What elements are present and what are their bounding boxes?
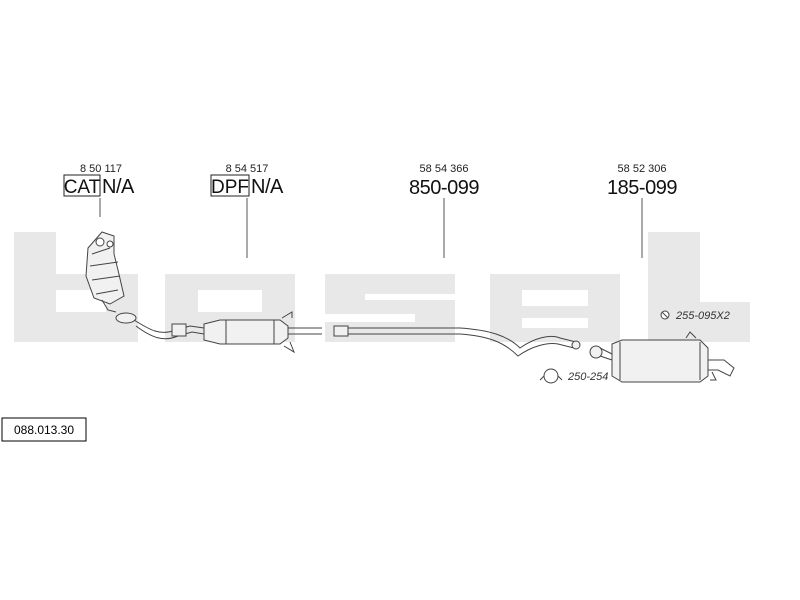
part-number: 850-099 — [409, 177, 479, 199]
part-rear-silencer[interactable]: 58 52 306 185-099 — [607, 163, 678, 258]
accessory-clamp-set[interactable]: 255-095X2 — [660, 310, 730, 322]
part-code: 58 52 306 — [618, 163, 667, 175]
accessory-label: 250-254 — [567, 371, 608, 383]
part-tag-box — [63, 174, 101, 197]
part-number: N/A — [102, 176, 135, 198]
accessory-label: 255-095X2 — [675, 310, 730, 322]
dpf-drawing[interactable] — [115, 311, 322, 354]
assembly-number: 088.013.30 — [14, 423, 74, 437]
part-number: 185-099 — [607, 177, 677, 199]
part-dpf[interactable]: 8 54 517 DPF N/A — [210, 163, 285, 258]
assembly-number-box: 088.013.30 — [1, 417, 87, 442]
part-code: 8 54 517 — [226, 163, 269, 175]
brand-watermark — [14, 232, 750, 342]
clamp-ring-icon — [543, 368, 559, 384]
part-number: N/A — [251, 176, 284, 198]
accessory-clamp[interactable]: 250-254 — [539, 368, 608, 384]
part-middle-pipe[interactable]: 58 54 366 850-099 — [409, 163, 480, 258]
part-code: 8 50 117 — [80, 163, 122, 175]
part-tag: DPF — [211, 177, 249, 198]
part-tag-box — [210, 174, 250, 197]
rear-silencer-drawing[interactable] — [589, 331, 735, 383]
catalyst-drawing[interactable] — [85, 231, 125, 313]
part-code: 58 54 366 — [420, 163, 469, 175]
part-tag: CAT — [64, 177, 101, 198]
part-catalyst[interactable]: 8 50 117 CAT N/A — [63, 163, 136, 217]
middle-pipe-drawing[interactable] — [333, 325, 581, 357]
